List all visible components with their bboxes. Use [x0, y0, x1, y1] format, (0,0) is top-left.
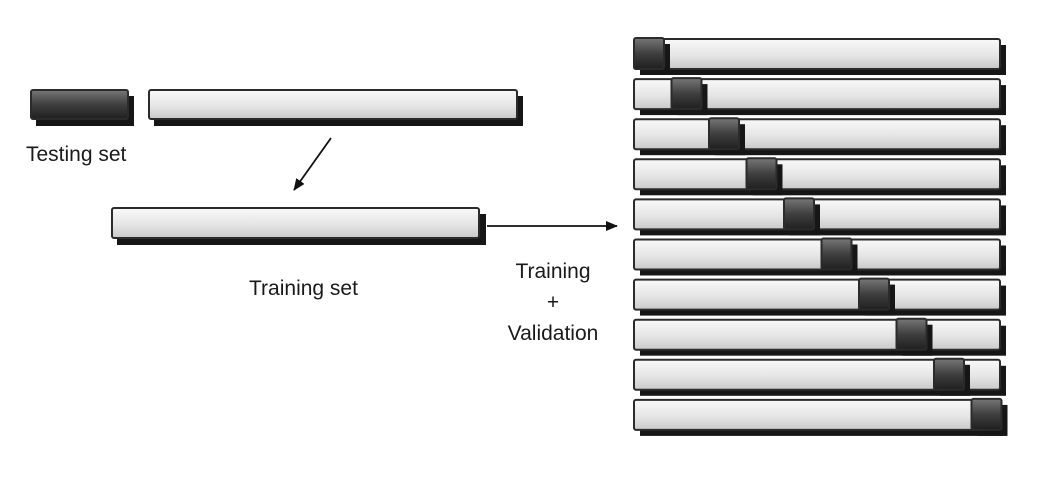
training-fold-bar [633, 158, 1006, 196]
validation-fold-block [708, 117, 745, 156]
training-validation-label: Training + Validation [498, 256, 608, 349]
validation-fold-block [970, 397, 1008, 436]
training-fold-bar [633, 238, 1006, 276]
fold-row [633, 157, 1006, 196]
remaining-data-bar [148, 89, 523, 126]
training-set-label: Training set [249, 277, 358, 300]
cross-validation-folds [633, 37, 1008, 436]
validation-fold-block [858, 277, 895, 316]
fold-row [633, 37, 1006, 75]
fold-row [633, 197, 1006, 236]
training-set-bar [111, 207, 486, 245]
fold-row [633, 117, 1006, 156]
validation-fold-block [933, 357, 970, 396]
training-fold-bar [633, 398, 1006, 436]
validation-fold-block [895, 317, 933, 356]
training-fold-bar [633, 38, 1006, 75]
training-validation-line-3: Validation [507, 322, 599, 345]
validation-fold-block [670, 77, 708, 116]
split-arrow [293, 137, 332, 191]
training-validation-line-2: + [546, 291, 560, 314]
fold-row [633, 237, 1006, 276]
training-fold-bar [633, 318, 1006, 356]
training-fold-bar [633, 278, 1006, 316]
fold-row [633, 317, 1006, 356]
validation-fold-block [783, 197, 820, 236]
fold-row [633, 77, 1006, 116]
validation-fold-block [820, 237, 858, 276]
training-fold-bar [633, 118, 1006, 156]
validation-fold-block [633, 37, 670, 75]
validation-fold-block [745, 157, 783, 196]
testing-set-block [30, 89, 134, 126]
fold-row [633, 357, 1006, 396]
fold-row [633, 277, 1006, 316]
fold-row [633, 397, 1008, 436]
training-validation-line-1: Training [515, 260, 591, 283]
testing-set-label: Testing set [26, 143, 127, 166]
